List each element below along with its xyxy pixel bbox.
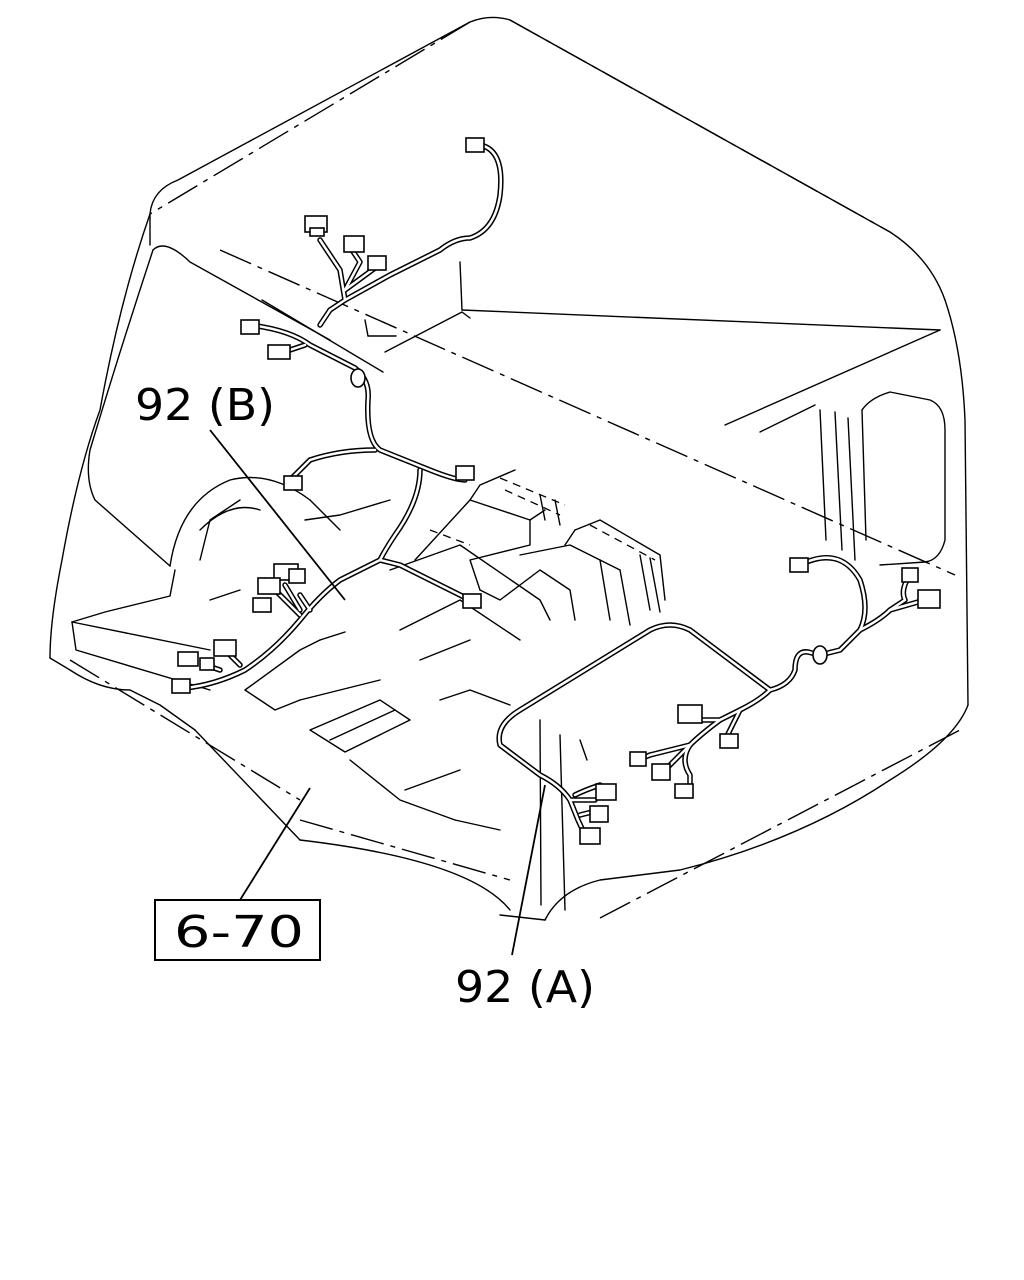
- callout-92a: 92 (A): [455, 784, 595, 1013]
- callout-92b-label: 92 (B): [135, 380, 275, 431]
- leader-line-reference: [239, 787, 311, 901]
- callout-92a-label: 92 (A): [455, 962, 595, 1013]
- leader-line-92a: [511, 784, 546, 956]
- reference-label: 6-70: [174, 907, 304, 958]
- reference-6-70: 6-70: [154, 787, 321, 961]
- reference-box: [154, 899, 321, 961]
- harness-92b: [171, 137, 504, 694]
- leader-line-92b: [209, 429, 346, 601]
- callout-92b: 92 (B): [135, 380, 346, 601]
- cab-body-outline: [49, 16, 969, 921]
- cab-floor-details: [169, 469, 666, 831]
- harness-92a: [496, 555, 941, 845]
